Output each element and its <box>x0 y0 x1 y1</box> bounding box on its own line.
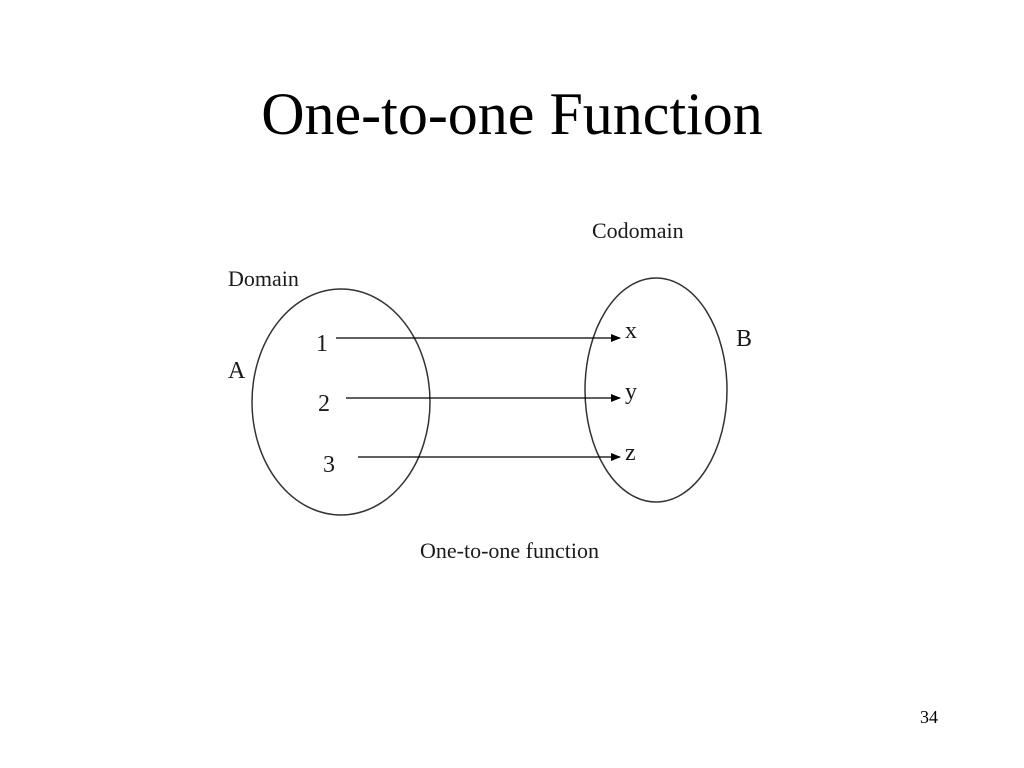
domain-set-ellipse <box>251 288 431 516</box>
set-a-label: A <box>228 358 246 384</box>
codomain-element-x: x <box>625 318 637 344</box>
domain-element-2: 2 <box>318 391 330 417</box>
diagram-caption: One-to-one function <box>420 538 599 563</box>
codomain-element-z: z <box>625 440 636 466</box>
codomain-label: Codomain <box>592 218 684 243</box>
domain-element-3: 3 <box>323 452 335 478</box>
domain-element-1: 1 <box>316 331 328 357</box>
slide-title: One-to-one Function <box>261 81 763 147</box>
codomain-set-ellipse <box>584 277 728 503</box>
set-b-label: B <box>736 326 752 352</box>
domain-label: Domain <box>228 266 299 291</box>
codomain-element-y: y <box>625 379 637 405</box>
page-number: 34 <box>920 707 938 727</box>
